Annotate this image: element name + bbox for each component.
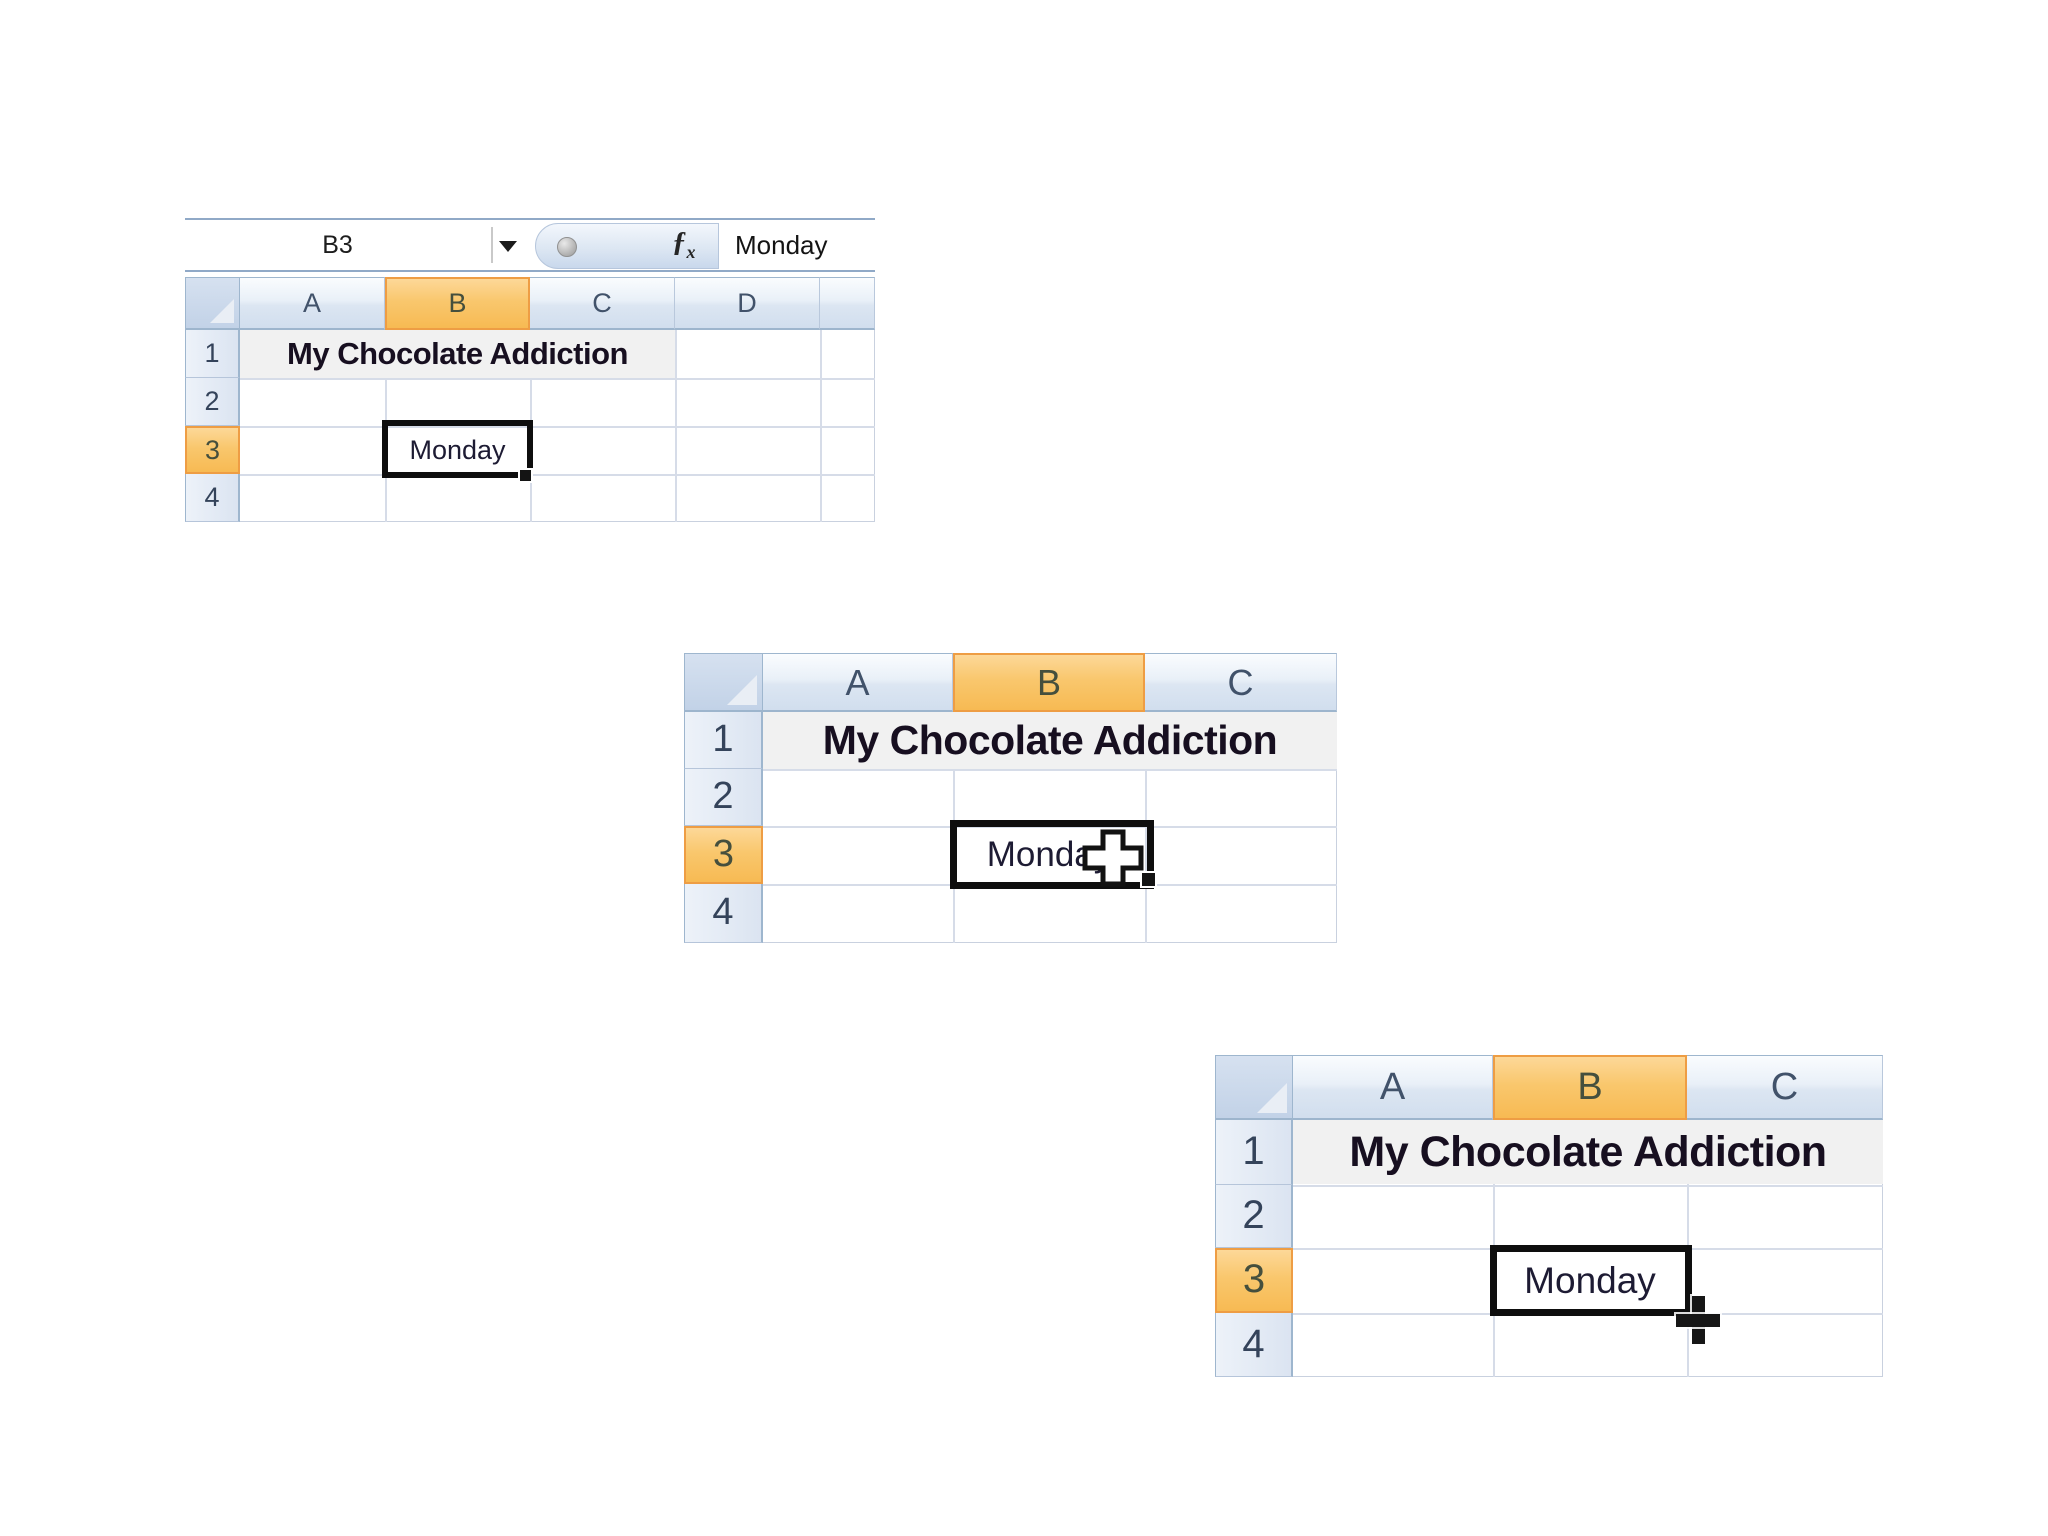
name-box-dropdown-icon[interactable] xyxy=(499,241,517,252)
column-header-b-selected[interactable]: B xyxy=(1493,1055,1687,1120)
fx-sub: x xyxy=(686,241,696,262)
column-header-partial[interactable] xyxy=(820,277,875,330)
gridline xyxy=(240,426,875,428)
column-header-a[interactable]: A xyxy=(763,653,953,712)
column-header-c[interactable]: C xyxy=(1145,653,1337,712)
formula-bar: B3 ƒx Monday xyxy=(185,218,875,272)
row-header-2[interactable]: 2 xyxy=(185,378,240,426)
row-header-1[interactable]: 1 xyxy=(185,330,240,378)
column-header-c[interactable]: C xyxy=(530,277,675,330)
row-header-4[interactable]: 4 xyxy=(185,474,240,522)
gridline xyxy=(240,378,875,380)
name-box-value: B3 xyxy=(322,231,353,259)
column-header-c[interactable]: C xyxy=(1687,1055,1883,1120)
row-header-1[interactable]: 1 xyxy=(684,712,763,769)
divider-dot-icon xyxy=(557,237,577,257)
row-header-1[interactable]: 1 xyxy=(1215,1120,1293,1185)
fill-handle[interactable] xyxy=(518,468,533,483)
gridline xyxy=(763,826,1337,828)
select-all-button[interactable] xyxy=(1215,1055,1293,1120)
row-header-2[interactable]: 2 xyxy=(684,769,763,826)
worksheet-title: My Chocolate Addiction xyxy=(287,336,628,371)
select-all-button[interactable] xyxy=(684,653,763,712)
excel-screenshot-step-3: My Chocolate Addiction A B C 1 2 3 4 Mon… xyxy=(1215,1055,1883,1379)
cell-selection-border xyxy=(382,420,533,478)
cell-b3[interactable]: Monday xyxy=(1524,1259,1656,1301)
insert-function-icon[interactable]: ƒx xyxy=(672,226,696,263)
fx-f: ƒ xyxy=(672,226,687,258)
cell-selection-border xyxy=(950,820,1154,889)
gridline xyxy=(240,474,875,476)
row-header-4[interactable]: 4 xyxy=(684,884,763,943)
title-cell-a1[interactable]: My Chocolate Addiction xyxy=(240,330,675,378)
select-all-triangle-icon xyxy=(210,299,234,323)
column-header-d[interactable]: D xyxy=(675,277,820,330)
gridline xyxy=(1293,1185,1883,1187)
column-header-b-selected[interactable]: B xyxy=(953,653,1145,712)
column-header-a[interactable]: A xyxy=(1293,1055,1493,1120)
excel-screenshot-step-2: My Chocolate Addiction A B C 1 2 3 4 Mon… xyxy=(684,653,1338,946)
worksheet-title: My Chocolate Addiction xyxy=(822,717,1278,763)
select-all-button[interactable] xyxy=(185,277,240,330)
excel-screenshot-step-1: B3 ƒx Monday My Chocolate Addiction A B xyxy=(185,218,875,526)
fill-handle[interactable] xyxy=(1140,871,1157,888)
cell-selection-border xyxy=(1490,1245,1692,1316)
row-header-3-selected[interactable]: 3 xyxy=(1215,1248,1293,1313)
white-cross-cursor-icon xyxy=(1082,829,1144,887)
black-cross-cursor-icon xyxy=(1676,1314,1720,1327)
column-header-a[interactable]: A xyxy=(240,277,385,330)
select-all-triangle-icon xyxy=(727,675,757,705)
title-cell-a1[interactable]: My Chocolate Addiction xyxy=(763,712,1337,769)
row-header-3-selected[interactable]: 3 xyxy=(684,826,763,884)
column-header-b-selected[interactable]: B xyxy=(385,277,530,330)
select-all-triangle-icon xyxy=(1257,1083,1287,1113)
row-header-2[interactable]: 2 xyxy=(1215,1185,1293,1248)
row-header-3-selected[interactable]: 3 xyxy=(185,426,240,474)
formula-input[interactable]: Monday xyxy=(735,230,828,260)
name-box[interactable]: B3 xyxy=(185,222,490,268)
cell-b3[interactable]: Monday xyxy=(409,434,506,465)
row-header-4[interactable]: 4 xyxy=(1215,1313,1293,1377)
title-cell-a1[interactable]: My Chocolate Addiction xyxy=(1293,1120,1883,1184)
gridline xyxy=(763,769,1337,771)
worksheet-title: My Chocolate Addiction xyxy=(1349,1127,1827,1176)
name-box-separator xyxy=(491,227,493,263)
